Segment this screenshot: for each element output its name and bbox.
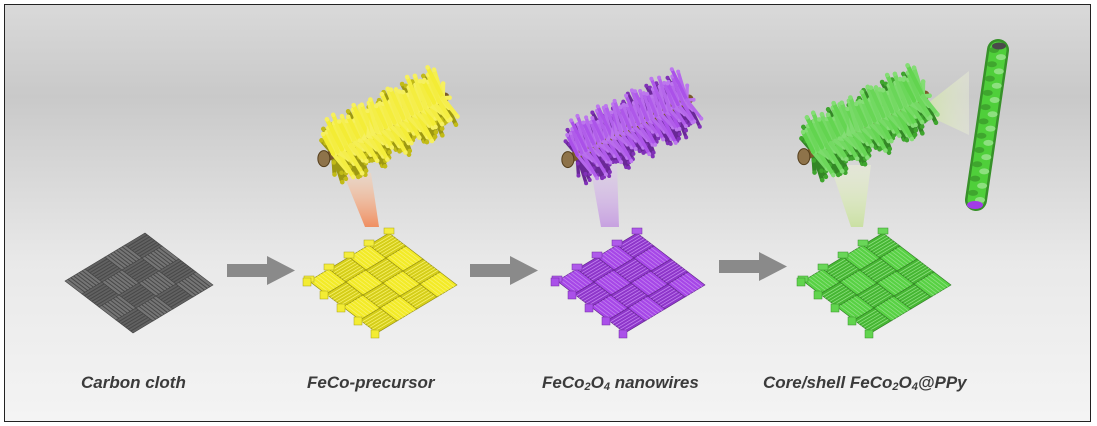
woven-cloth-precursor: [302, 227, 458, 339]
zoom-beam-nanowires: [590, 165, 619, 227]
zoom-beam-single-wire: [918, 71, 969, 135]
woven-cloth-carbon: [64, 232, 214, 334]
zoom-beam-core-shell: [830, 165, 871, 227]
figure-frame: Carbon cloth FeCo-precursor FeCo2O4 nano…: [4, 4, 1091, 422]
nanowire-brush-precursor: [317, 65, 460, 185]
woven-cloth-core-shell: [796, 227, 952, 339]
arrow-2-icon: [470, 256, 538, 285]
arrow-1-icon: [227, 256, 295, 285]
arrow-3-icon: [719, 252, 787, 281]
caption-feco-precursor: FeCo-precursor: [307, 373, 435, 392]
caption-feco2o4-nanowires: FeCo2O4 nanowires: [542, 373, 699, 393]
single-nanowire: [965, 39, 1009, 211]
caption-carbon-cloth: Carbon cloth: [81, 373, 186, 392]
zoom-beam-precursor: [343, 173, 379, 227]
nanowire-brush-nanowires: [561, 67, 704, 186]
woven-cloth-nanowires: [550, 227, 706, 339]
nanowire-brush-core-shell: [797, 63, 940, 183]
synthesis-scheme: [64, 39, 1009, 339]
caption-core-shell: Core/shell FeCo2O4@PPy: [763, 373, 967, 393]
